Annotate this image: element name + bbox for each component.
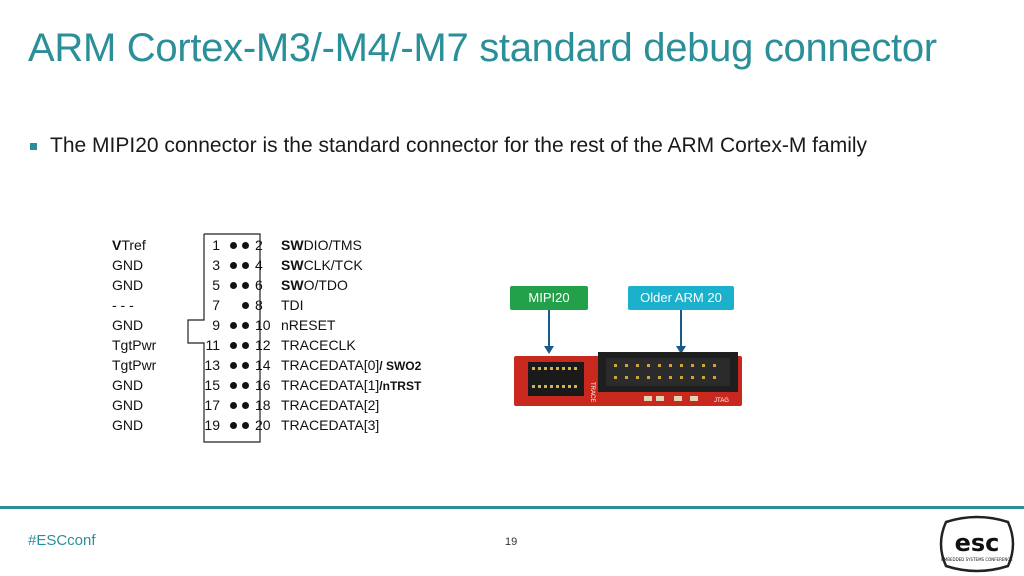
pin-dot	[230, 242, 237, 249]
pin-dot	[242, 302, 249, 309]
svg-text:esc: esc	[955, 529, 1000, 557]
bullet-item: The MIPI20 connector is the standard con…	[30, 134, 867, 158]
footer-divider	[0, 506, 1024, 509]
pin-dot	[230, 382, 237, 389]
pin-dot	[242, 342, 249, 349]
older-arm20-callout: Older ARM 20	[628, 286, 734, 310]
pin-number-even: 10	[255, 317, 271, 333]
pin-right-label: nRESET	[281, 317, 336, 333]
pin-dot	[242, 362, 249, 369]
pin-dot	[230, 342, 237, 349]
pin-number-even: 18	[255, 397, 271, 413]
pin-number-even: 12	[255, 337, 271, 353]
pin-right-label: SWCLK/TCK	[281, 257, 363, 273]
pin-left-label: GND	[112, 317, 144, 333]
pin-dot	[242, 262, 249, 269]
pin-dot	[230, 402, 237, 409]
slide-title: ARM Cortex-M3/-M4/-M7 standard debug con…	[28, 26, 937, 70]
pin-number-odd: 15	[204, 377, 220, 393]
pin-number-odd: 17	[204, 397, 220, 413]
pin-number-odd: 19	[204, 417, 220, 433]
footer-hashtag: #ESCconf	[28, 532, 96, 549]
pin-right-label: TRACEDATA[1]/nTRST	[281, 377, 422, 393]
svg-text:TRACE: TRACE	[589, 382, 595, 402]
pin-dot	[242, 382, 249, 389]
pin-number-even: 2	[255, 237, 263, 253]
pin-dot	[230, 322, 237, 329]
pin-left-label: VTref	[112, 237, 146, 253]
pin-number-odd: 7	[212, 297, 220, 313]
svg-text:JTAG: JTAG	[714, 398, 729, 404]
pin-number-even: 4	[255, 257, 263, 273]
pin-dot	[230, 262, 237, 269]
pin-number-odd: 13	[204, 357, 220, 373]
pin-number-odd: 1	[212, 237, 220, 253]
pin-left-label: GND	[112, 377, 144, 393]
pin-number-even: 6	[255, 277, 263, 293]
pin-dot	[242, 422, 249, 429]
pin-right-label: TRACECLK	[281, 337, 356, 353]
pin-number-even: 20	[255, 417, 271, 433]
pin-number-even: 14	[255, 357, 271, 373]
pin-right-label: SWO/TDO	[281, 277, 348, 293]
bullet-square-icon	[30, 142, 37, 150]
pin-dot	[242, 242, 249, 249]
pin-right-label: TRACEDATA[0]/ SWO2	[281, 357, 422, 373]
pin-number-even: 8	[255, 297, 263, 313]
pin-number-odd: 11	[205, 337, 220, 353]
pin-dot	[242, 322, 249, 329]
pin-dot	[230, 282, 237, 289]
bullet-text: The MIPI20 connector is the standard con…	[50, 134, 868, 157]
pin-left-label: GND	[112, 417, 144, 433]
pin-left-label: TgtPwr	[112, 337, 157, 353]
pin-left-label: GND	[112, 397, 144, 413]
pin-dot	[230, 362, 237, 369]
esc-logo: esc EMBEDDED SYSTEMS CONFERENCE	[939, 515, 1015, 573]
pin-dot	[242, 282, 249, 289]
pin-right-label: TDI	[281, 297, 304, 313]
pin-left-label: - - -	[112, 297, 134, 313]
connector-outline	[187, 233, 261, 443]
pin-number-even: 16	[255, 377, 271, 393]
pin-number-odd: 3	[212, 257, 220, 273]
pin-right-label: TRACEDATA[2]	[281, 397, 380, 413]
pin-left-label: GND	[112, 277, 144, 293]
svg-text:EMBEDDED SYSTEMS CONFERENCE: EMBEDDED SYSTEMS CONFERENCE	[941, 557, 1013, 562]
pin-left-label: GND	[112, 257, 144, 273]
pin-right-label: TRACEDATA[3]	[281, 417, 380, 433]
page-number: 19	[505, 536, 518, 548]
pin-number-odd: 9	[212, 317, 220, 333]
pin-dot	[230, 422, 237, 429]
pin-number-odd: 5	[212, 277, 220, 293]
mipi20-callout: MIPI20	[510, 286, 588, 310]
pin-dot	[242, 402, 249, 409]
pin-left-label: TgtPwr	[112, 357, 157, 373]
pin-right-label: SWDIO/TMS	[281, 237, 362, 253]
debug-board-photo: TRACE JTAG	[514, 352, 742, 406]
